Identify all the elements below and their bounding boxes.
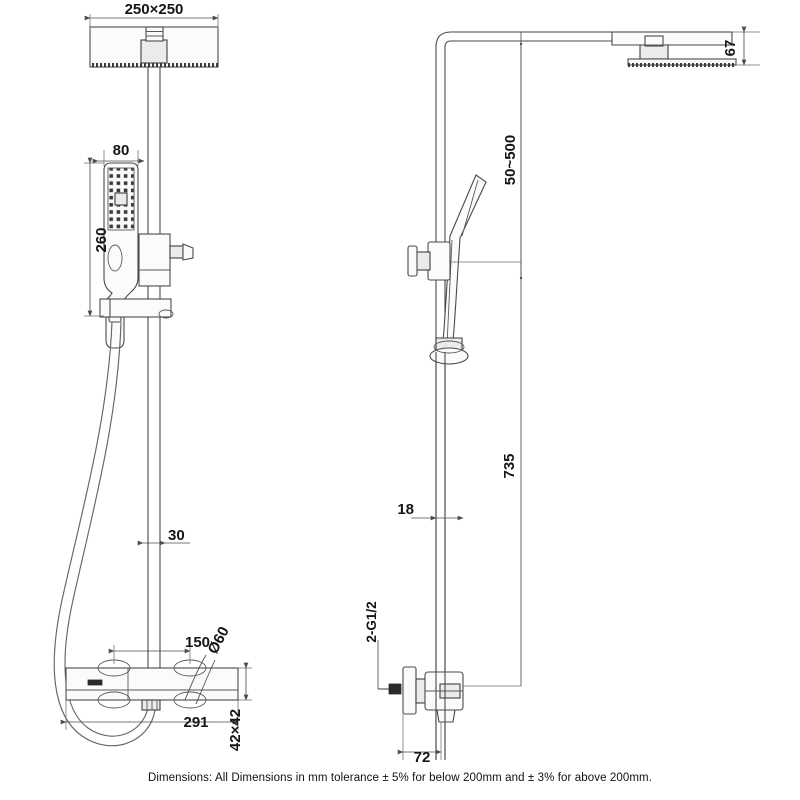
mixer-valve-front (65, 659, 239, 711)
riser-rail-side (435, 352, 446, 760)
handheld-shower-front (103, 162, 139, 349)
handset-bracket-side (407, 241, 451, 281)
dimension-riser-width: 30 (137, 527, 190, 546)
dimension-head-plan: 250×250 (84, 1, 219, 30)
dim-label-30: 30 (168, 527, 185, 544)
dim-label-291: 291 (183, 714, 208, 731)
dimension-valve-length: 291 (60, 700, 239, 731)
dimension-inlet-centres: 150 (108, 634, 210, 664)
dimension-head-thickness: 67 (722, 26, 760, 66)
dimension-handset-height: 260 (84, 157, 110, 317)
handset-bracket-front (138, 233, 194, 287)
dim-label-18: 18 (397, 501, 414, 518)
dimension-handset-width: 80 (92, 142, 145, 166)
slider-clamp-front (99, 298, 174, 319)
front-elevation-view: 250×250 80 260 30 (53, 1, 252, 751)
dimension-valve-section: 42×42 (227, 662, 252, 751)
dim-label-260: 260 (93, 227, 110, 252)
dim-label-42x42: 42×42 (227, 709, 244, 751)
dimension-riser-height: 735 (463, 32, 522, 687)
dim-label-50-500: 50~500 (502, 135, 519, 185)
dim-label-2-g12: 2-G1/2 (364, 601, 379, 642)
dimension-rail-depth: 18 (397, 501, 464, 521)
overhead-shower-head-front (89, 26, 219, 68)
dim-label-735: 735 (501, 453, 518, 478)
drawing-caption: Dimensions: All Dimensions in mm toleran… (147, 772, 653, 784)
dimension-slider-range: 50~500 (450, 42, 523, 280)
handheld-shower-side (429, 174, 487, 365)
dim-label-250x250: 250×250 (125, 1, 184, 18)
dim-label-80: 80 (113, 142, 130, 159)
dim-label-150: 150 (185, 634, 210, 651)
mixer-valve-side (378, 666, 464, 723)
side-elevation-view: 67 50~500 735 18 (364, 26, 760, 766)
riser-rail-front (147, 317, 161, 668)
dimension-inlet-thread: 2-G1/2 (364, 601, 379, 689)
dim-label-diameter-60: Ø60 (205, 624, 233, 657)
dimension-valve-projection: 72 (397, 714, 442, 766)
dim-label-67: 67 (722, 40, 739, 57)
dim-label-72: 72 (414, 749, 431, 766)
overhead-shower-head-side (611, 31, 737, 67)
overhead-arm-side (435, 31, 612, 760)
shower-hose-front (53, 321, 156, 747)
